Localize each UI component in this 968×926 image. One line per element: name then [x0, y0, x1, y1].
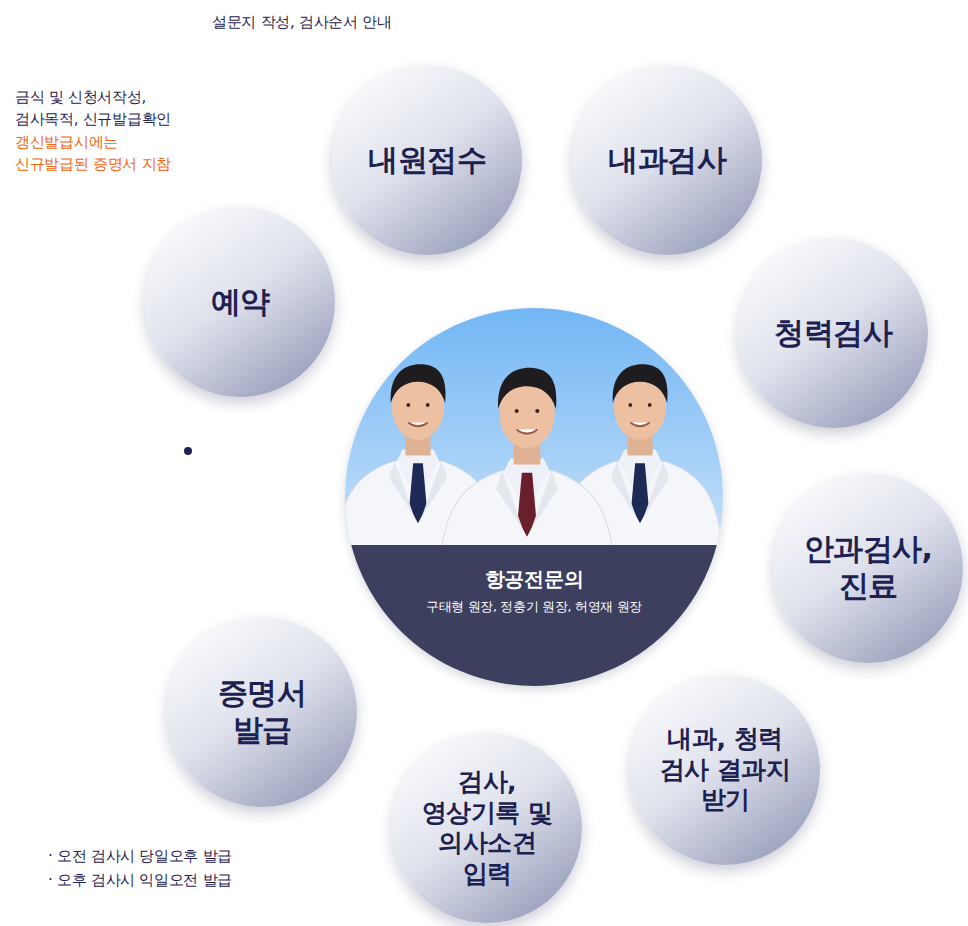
- step-label: 예약: [160, 284, 320, 321]
- specialist-shape: [345, 308, 723, 686]
- note-text: 설문지 작성, 검사순서 안내: [212, 11, 392, 33]
- step-circle: 안과검사, 진료: [773, 473, 963, 663]
- circle-fill: [392, 733, 582, 923]
- doctor-photo: [336, 308, 723, 686]
- circle-fill: [773, 473, 963, 663]
- circle-fill: [738, 238, 928, 428]
- circle-fill: [167, 617, 357, 807]
- step-circle: 증명서 발급: [167, 617, 357, 807]
- step-label: 안과검사, 진료: [798, 531, 938, 604]
- note-text: · 오전 검사시 당일오후 발급: [48, 845, 232, 867]
- bullet-dot: [184, 447, 192, 455]
- step-label: 증명서 발급: [207, 675, 317, 748]
- step-circle: 내과검사: [572, 65, 762, 255]
- step-label: 내과, 청력 검사 결과지 받기: [645, 724, 805, 816]
- specialist-circle: 항공전문의구태형 원장, 정충기 원장, 허영재 원장: [345, 308, 723, 686]
- note-text: 갱신발급시에는 신규발급된 증명서 지참: [15, 131, 195, 175]
- name-band: [345, 545, 723, 686]
- doctor-figure: [439, 368, 614, 566]
- step-circle: 내원접수: [332, 65, 522, 255]
- step-circle: 청력검사: [738, 238, 928, 428]
- step-label: 내과검사: [582, 142, 752, 179]
- doctor-names: 구태형 원장, 정충기 원장, 허영재 원장: [345, 599, 723, 616]
- step-circle: 검사, 영상기록 및 의사소견 입력: [392, 733, 582, 923]
- circle-fill: [332, 65, 522, 255]
- circle-fill: [145, 207, 335, 397]
- note-text: · 오후 검사시 익일오전 발급: [48, 869, 232, 891]
- specialist-text: 항공전문의구태형 원장, 정충기 원장, 허영재 원장: [345, 566, 723, 616]
- step-label: 청력검사: [748, 315, 918, 352]
- circle-fill: [572, 65, 762, 255]
- specialist-title: 항공전문의: [345, 566, 723, 593]
- step-label: 검사, 영상기록 및 의사소견 입력: [412, 767, 562, 889]
- step-circle: 예약: [145, 207, 335, 397]
- step-label: 내원접수: [342, 142, 512, 179]
- circle-fill: [630, 675, 820, 865]
- note-text: 금식 및 신청서작성, 검사목적, 신규발급확인: [15, 86, 195, 130]
- step-circle: 내과, 청력 검사 결과지 받기: [630, 675, 820, 865]
